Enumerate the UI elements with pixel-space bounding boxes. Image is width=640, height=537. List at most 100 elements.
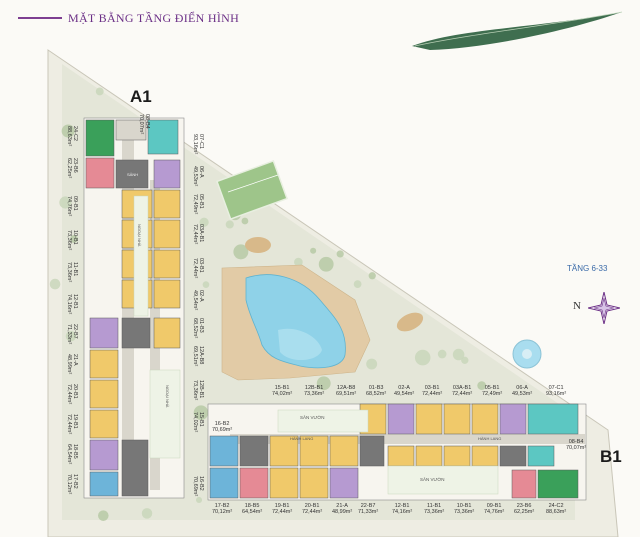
unit-cell <box>115 119 147 141</box>
title-bar: MẶT BẰNG TẦNG ĐIỂN HÌNH <box>18 10 239 26</box>
tree <box>95 87 104 96</box>
unit-cell <box>89 409 119 439</box>
unit-cell <box>511 469 537 499</box>
tennis-court <box>216 159 288 221</box>
unit-cell <box>269 435 299 467</box>
elevator-core <box>115 159 149 189</box>
corridor-label-b1-2: HÀNH LANG <box>478 436 502 441</box>
unit-cell <box>499 403 527 435</box>
unit-cell <box>269 467 299 499</box>
unit-cell <box>89 471 119 497</box>
unit-cell <box>299 435 329 467</box>
unit-cell <box>153 159 181 189</box>
corridor-label-b1-1: HÀNH LANG <box>290 436 314 441</box>
tree <box>202 281 210 288</box>
unit-cell <box>209 435 239 467</box>
floor-range-label: TẦNG 6-33 <box>567 264 608 273</box>
tree <box>414 349 431 366</box>
elevator-core <box>359 435 385 467</box>
pool-small <box>278 328 322 361</box>
tree <box>141 508 153 519</box>
unit-cell <box>387 403 415 435</box>
tree <box>225 220 234 229</box>
unit-cell <box>153 189 181 219</box>
tree <box>195 496 203 503</box>
elevator-core <box>121 317 151 349</box>
tree <box>49 278 61 290</box>
tree <box>70 235 78 243</box>
unit-cell <box>471 445 499 467</box>
title-rule <box>18 17 62 19</box>
unit-cell <box>415 445 443 467</box>
tree <box>65 330 77 342</box>
unit-cell <box>329 467 359 499</box>
tree <box>336 250 344 258</box>
tree <box>452 348 465 361</box>
garden-b1-top <box>277 409 369 433</box>
unit-cell <box>147 119 179 155</box>
tree <box>316 376 331 391</box>
elevator-core <box>239 435 269 467</box>
pavilion-2 <box>396 312 424 332</box>
outdoor-label-1: NGOẠI NHÀ <box>137 224 142 247</box>
unit-cell <box>153 249 181 279</box>
compass-rose-icon <box>588 292 620 324</box>
tree <box>353 280 362 289</box>
tree <box>61 124 75 138</box>
unit-cell <box>239 467 269 499</box>
tree <box>318 256 334 272</box>
unit-cell <box>153 279 181 309</box>
tree <box>241 217 249 225</box>
tree <box>98 510 109 521</box>
tree <box>193 405 209 420</box>
b1-corridor <box>230 434 585 444</box>
tree <box>233 244 249 260</box>
tree <box>477 381 487 390</box>
tree <box>366 358 378 370</box>
swimming-pool <box>245 274 346 369</box>
building-label-b1: B1 <box>600 447 622 466</box>
outdoor-label-2: NGOẠI NHÀ <box>165 385 170 408</box>
unit-cell <box>153 219 181 249</box>
elevator-core <box>499 445 527 467</box>
unit-cell <box>415 403 443 435</box>
unit-cell <box>89 439 119 471</box>
unit-cell <box>153 317 181 349</box>
unit-cell <box>85 119 115 157</box>
unit-cell <box>299 467 329 499</box>
building-label-a1: A1 <box>130 87 152 106</box>
